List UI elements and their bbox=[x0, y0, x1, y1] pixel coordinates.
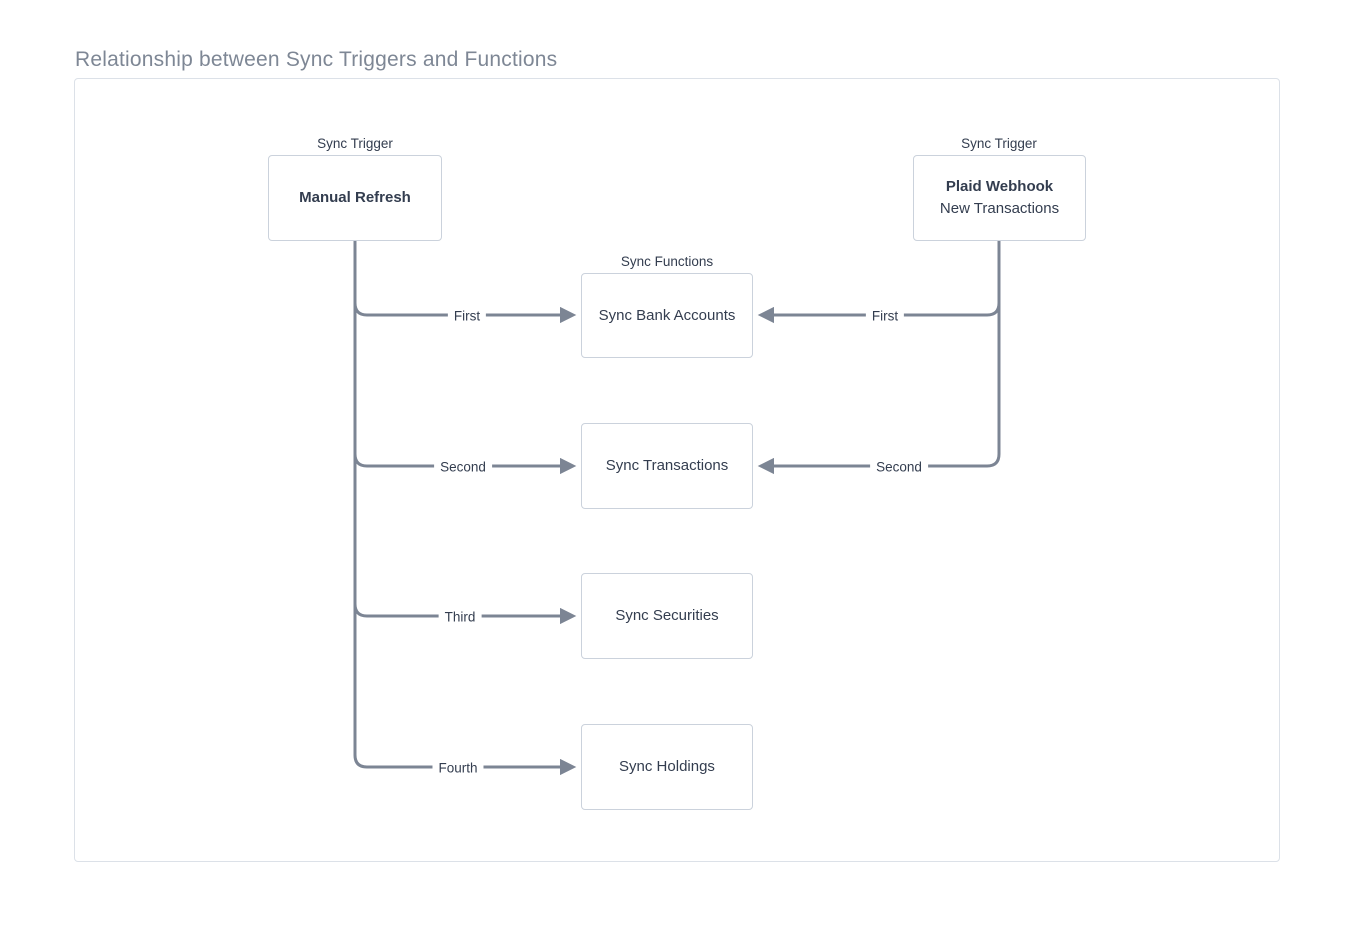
sync-trigger-label-plaid: Sync Trigger bbox=[961, 136, 1037, 151]
wire-label-plaid-second: Second bbox=[870, 459, 928, 475]
node-plaid-webhook-title: Plaid Webhook bbox=[945, 178, 1054, 196]
wire-label-plaid-first: First bbox=[865, 308, 905, 324]
diagram-canvas: Sync Trigger Sync Trigger Sync Functions… bbox=[74, 78, 1280, 862]
diagram-title: Relationship between Sync Triggers and F… bbox=[75, 48, 558, 71]
connector-plaid-first bbox=[757, 302, 1001, 324]
wire-label-manual-third: Third bbox=[438, 609, 482, 625]
node-sync-bank-accounts: Sync Bank Accounts bbox=[581, 273, 753, 358]
node-manual-refresh-title: Manual Refresh bbox=[299, 189, 411, 207]
node-sync-holdings: Sync Holdings bbox=[581, 724, 753, 810]
sync-functions-label: Sync Functions bbox=[620, 254, 714, 269]
node-sync-transactions: Sync Transactions bbox=[581, 423, 753, 509]
connector-manual-fourth bbox=[353, 754, 577, 776]
wire-label-manual-first: First bbox=[447, 308, 487, 324]
wire-label-manual-fourth: Fourth bbox=[432, 760, 484, 776]
connector-manual-third bbox=[353, 603, 577, 625]
node-sync-securities: Sync Securities bbox=[581, 573, 753, 659]
connector-plaid-second bbox=[757, 453, 1001, 475]
connector-manual-first bbox=[353, 302, 577, 324]
connector-lines bbox=[353, 241, 1001, 776]
node-plaid-webhook-subtitle: New Transactions bbox=[939, 200, 1060, 217]
connector-manual-second bbox=[353, 453, 577, 475]
node-manual-refresh: Manual Refresh bbox=[268, 155, 442, 241]
sync-trigger-label-manual: Sync Trigger bbox=[317, 136, 393, 151]
node-plaid-webhook: Plaid Webhook New Transactions bbox=[913, 155, 1086, 241]
wire-label-manual-second: Second bbox=[434, 459, 492, 475]
